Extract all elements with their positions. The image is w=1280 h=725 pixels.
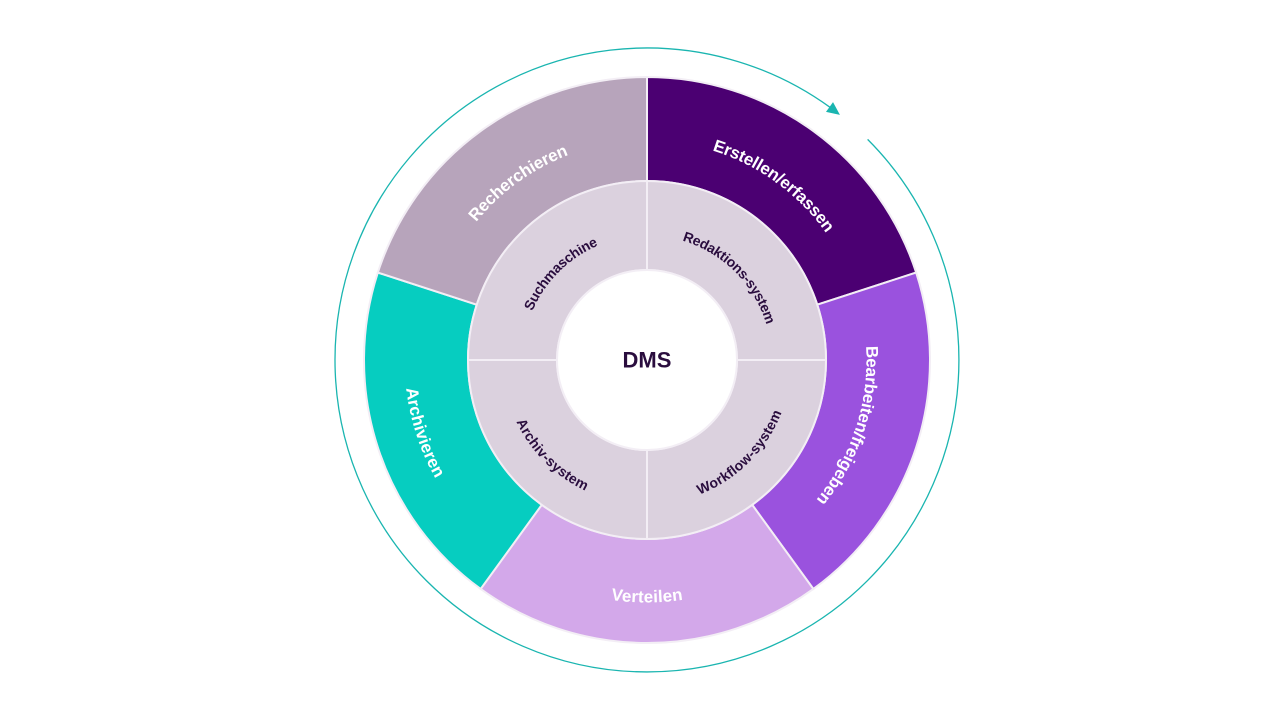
outer-segment-bearbeiten-freigeben: Bearbeiten/freigeben — [750, 271, 931, 591]
outer-ring: Erstellen/erfassenBearbeiten/freigebenVe… — [363, 75, 931, 644]
outer-segment-erstellen-erfassen: Erstellen/erfassen — [646, 75, 918, 306]
outer-segment-label: Verteilen — [610, 585, 683, 607]
center-hub: DMS — [556, 269, 738, 451]
outer-segment-archivieren: Archivieren — [363, 271, 544, 591]
cycle-arrow — [334, 47, 960, 673]
center-circle — [556, 269, 738, 451]
center-label: DMS — [623, 348, 672, 373]
inner-segment-workflow-system: Workflow-system — [646, 359, 828, 541]
cycle-arrow-arc — [334, 47, 960, 673]
cycle-arrowhead-icon — [825, 102, 840, 115]
